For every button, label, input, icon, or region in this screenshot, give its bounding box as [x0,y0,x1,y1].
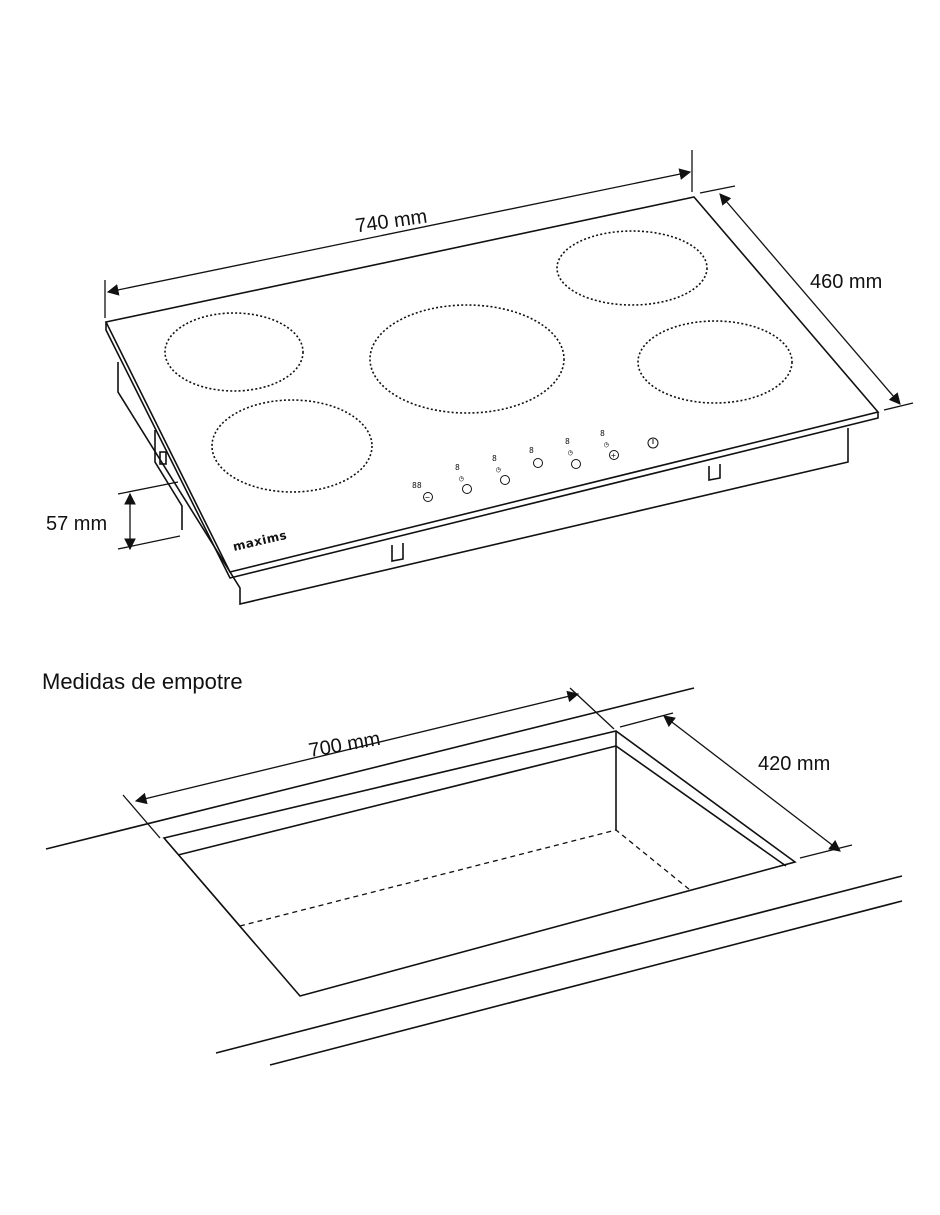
counter-line-front-1 [215,875,903,1054]
cutout-heading: Medidas de empotre [42,669,243,694]
cutout-depth-extension-rear [619,712,674,728]
depth-extension-front [883,402,914,411]
minus-symbol: − [425,493,430,502]
display-main: 88 [412,481,422,490]
mount-clip-right [708,464,721,481]
cutout-depth-dimension-line [663,715,841,852]
timer-icon-1: ◷ [459,474,464,483]
width-dimension-line [106,168,692,296]
depth-dimension-line [719,193,901,405]
cutout-width-extension-left [122,794,161,839]
zone-display-3: 8 [529,446,534,455]
zone-display-2: 8 [492,454,497,463]
depth-label: 460 mm [810,271,882,293]
timer-icon-5: ◷ [604,440,609,449]
control-panel: 88 − 8 ◷ 8 ◷ 8 8 ◷ 8 ◷ + [412,429,659,502]
counter-line-front-2 [269,900,903,1066]
timer-icon-2: ◷ [496,465,501,474]
plus-symbol: + [611,451,616,460]
minus-button [423,492,433,502]
zone-select-button-1 [462,484,472,494]
cutout-floor-hidden [239,829,691,927]
cooktop-dimensions [104,150,914,551]
timer-icon-4: ◷ [568,448,573,457]
zone-select-button-4 [571,459,581,469]
connector-block [159,451,167,465]
mount-clip-left [391,543,404,562]
cutout-front-corner [163,837,241,927]
cooktop-housing [117,362,849,606]
cooktop-drawing [104,196,880,606]
cutout-width-label: 700 mm [307,728,382,762]
height-extension-bottom [117,535,181,550]
cooking-zone-center [369,304,565,414]
width-label: 740 mm [354,206,429,238]
cutout-dimensions [122,687,853,859]
zone-display-4: 8 [565,437,570,446]
zone-display-5: 8 [600,429,605,438]
zone-select-button-3 [533,458,543,468]
cutout-depth-extension-front [799,844,853,859]
power-button [647,437,659,449]
cutout-drawing [45,687,903,1066]
glass-edge [105,322,879,579]
depth-extension-rear [699,185,736,194]
cutout-depth-label: 420 mm [758,753,830,775]
height-extension-top [117,481,179,495]
cooking-zone-front-left [211,399,373,493]
zone-select-button-2 [500,475,510,485]
cooking-zone-rear-left [164,312,304,392]
glass-top [104,196,880,573]
zone-display-1: 8 [455,463,460,472]
height-label: 57 mm [46,513,107,535]
cutout-width-dimension-line [134,690,580,805]
plus-button [609,450,619,460]
